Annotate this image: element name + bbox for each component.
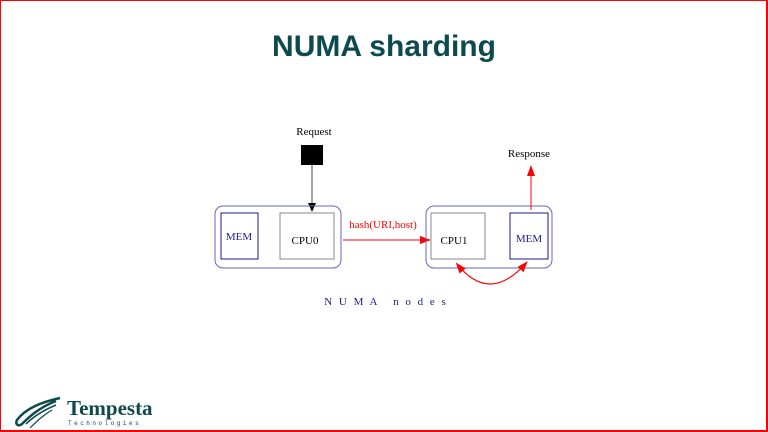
logo-name: Tempesta	[67, 396, 153, 420]
logo-subtitle: Technologies	[68, 420, 142, 427]
numa-nodes-caption: N U M A n o d e s	[324, 296, 448, 308]
numa-node-0	[214, 205, 342, 269]
node1-cpu-box	[430, 212, 486, 260]
request-label: Request	[296, 126, 331, 138]
request-source-block	[301, 145, 323, 165]
node1-cpu-label: CPU1	[441, 235, 468, 247]
node1-mem-label: MEM	[516, 233, 543, 245]
node0-cpu-box	[279, 212, 335, 260]
node0-mem-box	[220, 212, 259, 260]
swoosh-logo-icon	[15, 396, 61, 429]
cpu-mem-access-arrow	[455, 261, 528, 285]
node0-mem-label: MEM	[226, 231, 253, 243]
tempesta-logo: Tempesta Technologies	[12, 396, 172, 430]
node1-mem-box	[509, 212, 549, 260]
hash-label: hash(URI,host)	[349, 219, 417, 231]
slide-title: NUMA sharding	[272, 30, 496, 63]
response-label: Response	[508, 148, 550, 160]
node0-cpu-label: CPU0	[292, 235, 319, 247]
